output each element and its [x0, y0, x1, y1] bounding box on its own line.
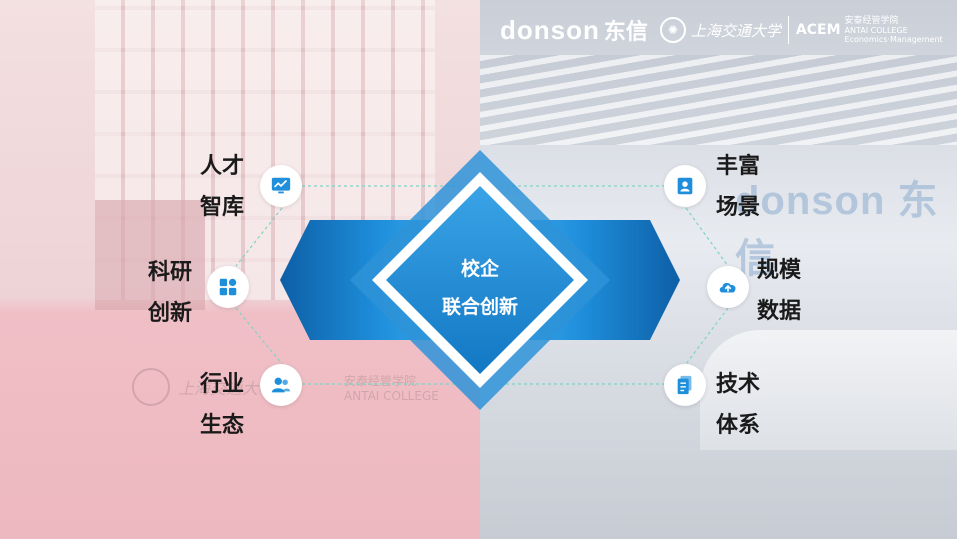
label-ecosystem-line1: 行业 [200, 372, 245, 397]
label-scenario-line1: 丰富 [716, 154, 761, 179]
label-ecosystem: 行业 生态 [200, 364, 244, 446]
acem-logo: ACEM [795, 22, 841, 38]
watermark-college-en: ANTAI COLLEGE [344, 388, 439, 403]
tech-icon-button [664, 364, 706, 406]
document-icon [677, 375, 692, 395]
brick-building [95, 200, 205, 310]
users-icon [271, 377, 291, 393]
label-research-line2: 创新 [148, 301, 193, 326]
label-talent-line2: 智库 [200, 195, 245, 220]
data-icon-button [707, 266, 749, 308]
center-title-line1: 校企 [460, 258, 499, 280]
cloud-upload-icon [719, 282, 736, 293]
label-talent-line1: 人才 [200, 154, 245, 179]
label-data-line2: 数据 [757, 299, 802, 324]
label-scenario-line2: 场景 [716, 195, 761, 220]
center-diamond-graphic [280, 150, 680, 410]
label-data: 规模 数据 [757, 250, 801, 332]
inner-diamond [386, 186, 574, 374]
monitor-chart-icon [271, 177, 291, 194]
ecosystem-icon-button [260, 364, 302, 406]
contact-card-icon [677, 177, 693, 195]
label-data-line1: 规模 [757, 258, 802, 283]
scenario-icon-button [664, 165, 706, 207]
college-en1: ANTAI COLLEGE [844, 25, 908, 35]
donson-logo-cn: 东信 [603, 20, 648, 45]
label-research: 科研 创新 [148, 252, 192, 334]
watermark-logo: 上海交通大学 安泰经管学院 ANTAI COLLEGE [132, 368, 439, 406]
label-scenario: 丰富 场景 [716, 146, 760, 228]
label-tech: 技术 体系 [716, 364, 760, 446]
label-ecosystem-line2: 生态 [200, 413, 245, 438]
talent-icon-button [260, 165, 302, 207]
logo-bar: donson 东信 ✺ 上海交通大学 ACEM 安泰经管学院 ANTAI COL… [500, 12, 945, 48]
university-seal-icon [132, 368, 170, 406]
label-research-line1: 科研 [148, 260, 193, 285]
college-en2: Economics·Management [844, 34, 943, 44]
label-tech-line1: 技术 [716, 372, 761, 397]
label-tech-line2: 体系 [716, 413, 761, 438]
college-cn: 安泰经管学院 [844, 15, 899, 26]
acem-logo-text: 安泰经管学院 ANTAI COLLEGE Economics·Managemen… [844, 15, 943, 44]
donson-logo: donson [500, 14, 600, 45]
watermark-university: 上海交通大学 [178, 379, 275, 398]
reception-desk [700, 330, 957, 450]
research-icon-button [207, 266, 249, 308]
sjtu-logo-text: 上海交通大学 [690, 21, 781, 40]
label-talent: 人才 智库 [200, 146, 244, 228]
office-ceiling [480, 55, 957, 145]
center-title: 校企 联合创新 [395, 250, 565, 326]
sjtu-seal-icon: ✺ [659, 17, 686, 43]
logo-divider [787, 16, 789, 44]
apps-grid-icon [219, 278, 237, 296]
center-title-line2: 联合创新 [441, 296, 518, 318]
